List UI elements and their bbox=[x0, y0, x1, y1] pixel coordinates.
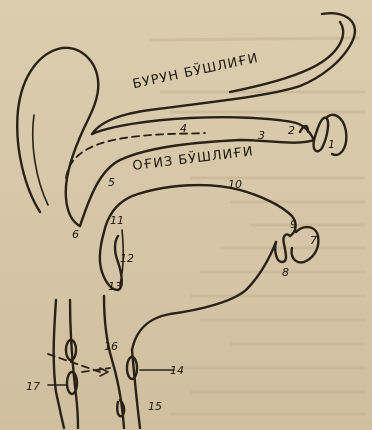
label-9: 9 bbox=[290, 218, 297, 231]
label-6: 6 bbox=[72, 228, 79, 241]
label-2: 2 bbox=[288, 124, 295, 137]
nasal-cavity-caption: БУРУН БЎШЛИҒИ bbox=[131, 50, 260, 92]
label-17: 17 bbox=[26, 380, 40, 393]
label-8: 8 bbox=[282, 266, 289, 279]
label-10: 10 bbox=[228, 178, 242, 191]
label-13: 13 bbox=[108, 280, 122, 293]
label-16: 16 bbox=[104, 340, 118, 353]
label-15: 15 bbox=[148, 400, 162, 413]
upper-lip-teeth bbox=[300, 115, 346, 155]
label-11: 11 bbox=[110, 214, 124, 227]
label-7: 7 bbox=[310, 234, 317, 247]
oral-cavity-caption: ОҒИЗ БЎШЛИҒИ bbox=[132, 143, 255, 174]
label-1: 1 bbox=[328, 138, 335, 151]
lower-lip-teeth bbox=[132, 227, 318, 350]
nasal-cavity-outline bbox=[92, 13, 355, 134]
label-4: 4 bbox=[180, 122, 187, 135]
tongue-outline bbox=[104, 185, 296, 236]
label-12: 12 bbox=[120, 252, 134, 265]
label-3: 3 bbox=[258, 129, 265, 142]
pharynx-back-outline bbox=[17, 48, 98, 226]
label-14: 14 bbox=[170, 364, 184, 377]
label-5: 5 bbox=[108, 176, 115, 189]
